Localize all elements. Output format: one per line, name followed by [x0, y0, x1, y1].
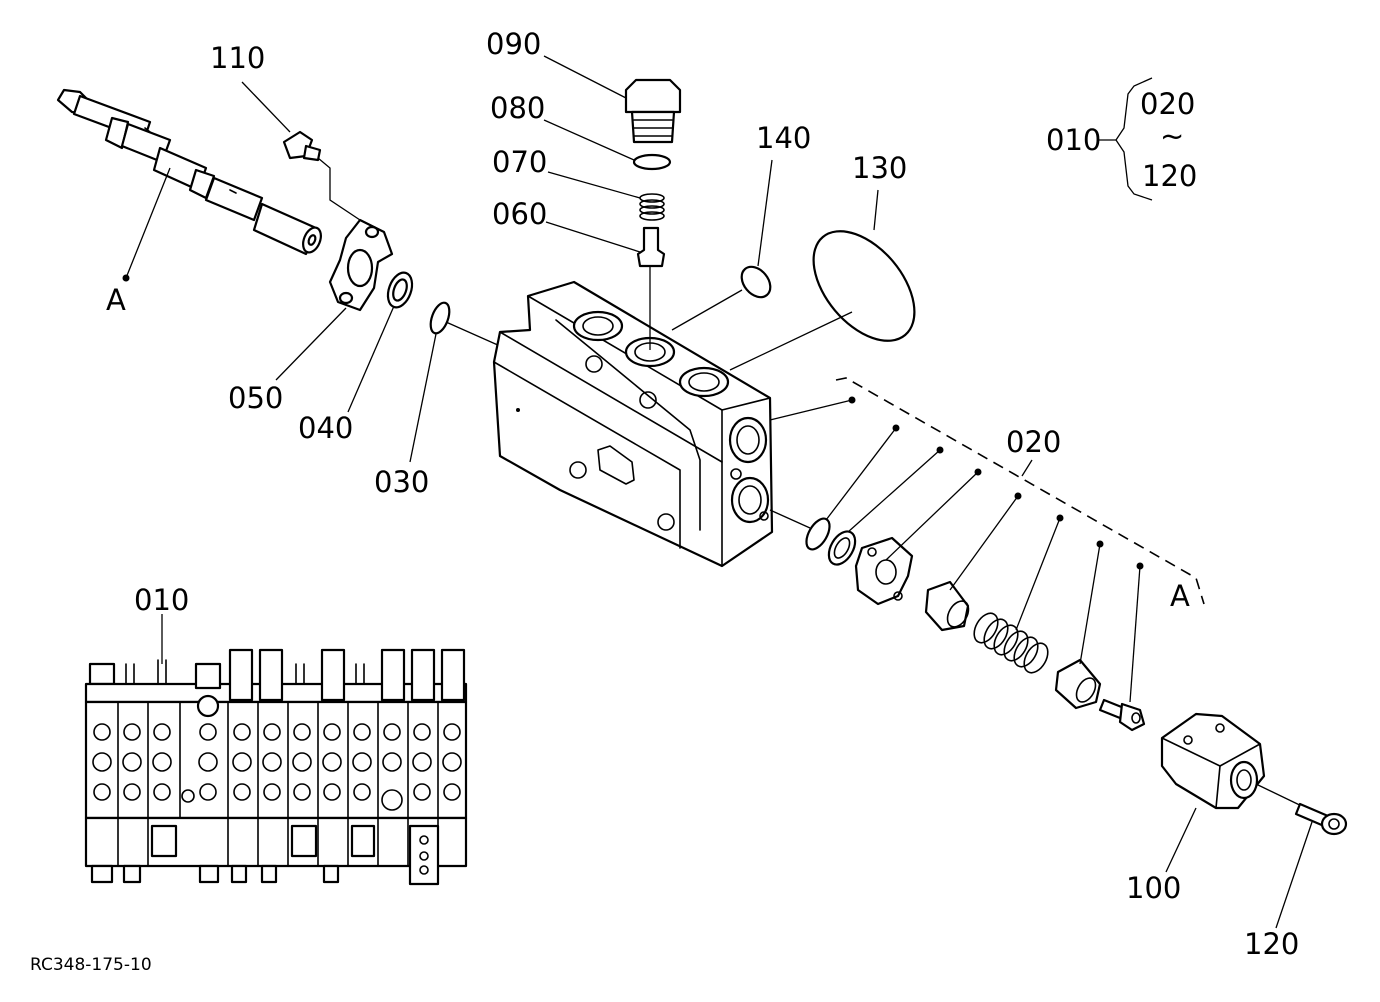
o-ring-140 — [740, 265, 772, 299]
seal-040 — [386, 271, 414, 309]
flange-050 — [328, 218, 394, 312]
callout-030: 030 — [374, 465, 429, 499]
poppet-060 — [636, 226, 666, 268]
spring-cap — [1054, 658, 1102, 710]
range-from-label: 020 — [1140, 87, 1195, 121]
o-ring-080 — [632, 153, 672, 171]
callout-130: 130 — [852, 151, 907, 185]
o-ring-130 — [812, 230, 916, 342]
valve-body — [492, 280, 774, 568]
plug-090 — [624, 78, 682, 144]
spring — [973, 612, 1049, 674]
reference-mark-a-right: A — [1170, 579, 1190, 613]
callout-020: 020 — [1006, 425, 1061, 459]
screw-120 — [1294, 802, 1348, 836]
bolt-110 — [282, 130, 322, 162]
callout-050: 050 — [228, 381, 283, 415]
spring-070 — [639, 193, 665, 221]
callout-090: 090 — [486, 27, 541, 61]
spring-seat — [924, 580, 970, 632]
callout-140: 140 — [756, 121, 811, 155]
cap-100 — [1160, 712, 1266, 810]
o-ring-030 — [429, 301, 451, 335]
retainer-plate — [854, 536, 914, 606]
stop-bolt — [1098, 698, 1146, 732]
callout-100: 100 — [1126, 871, 1181, 905]
range-tilde: ~ — [1160, 119, 1184, 153]
callout-070: 070 — [492, 145, 547, 179]
callout-120: 120 — [1244, 927, 1299, 961]
reference-mark-a-left: A — [106, 283, 126, 317]
callout-110: 110 — [210, 41, 265, 75]
callout-020-bracket — [835, 377, 1205, 605]
callout-040: 040 — [298, 411, 353, 445]
drawing-code: RC348-175-10 — [30, 955, 152, 975]
callout-060: 060 — [492, 197, 547, 231]
callout-080: 080 — [490, 91, 545, 125]
range-to-label: 120 — [1142, 159, 1197, 193]
inset-valve-stack — [84, 648, 468, 886]
range-assembly-label: 010 — [1046, 123, 1101, 157]
spool-assembly — [56, 88, 322, 256]
callout-010-inset: 010 — [134, 583, 189, 617]
backup-ring — [827, 530, 857, 566]
